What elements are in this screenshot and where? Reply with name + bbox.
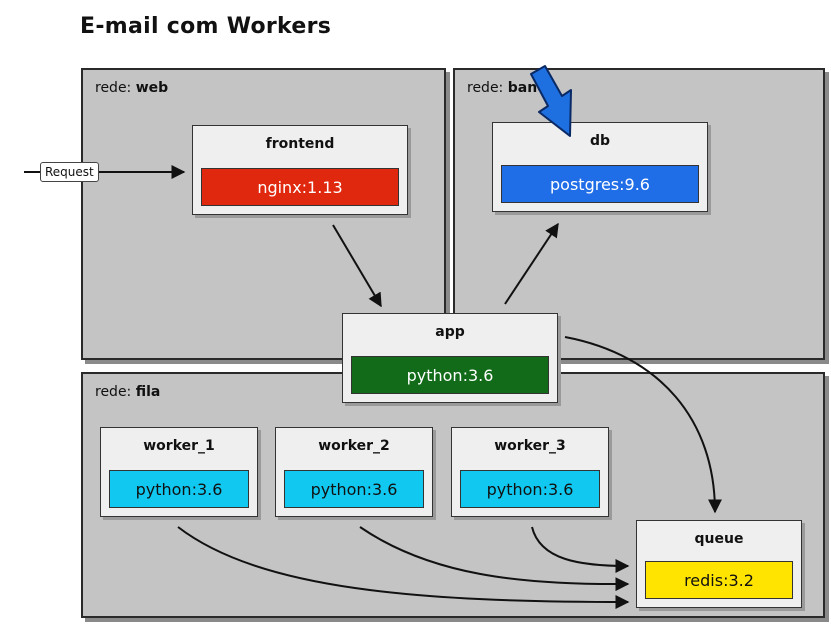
image-badge: redis:3.2 bbox=[645, 561, 793, 599]
request-label: Request bbox=[40, 162, 99, 182]
service-app: app python:3.6 bbox=[342, 313, 558, 403]
service-worker-3: worker_3 python:3.6 bbox=[451, 427, 609, 517]
image-badge: python:3.6 bbox=[284, 470, 424, 508]
service-name: app bbox=[435, 324, 465, 340]
service-name: worker_2 bbox=[318, 438, 390, 454]
image-badge: python:3.6 bbox=[351, 356, 549, 394]
network-banco-label: rede: banco bbox=[467, 80, 556, 96]
service-db: db postgres:9.6 bbox=[492, 122, 708, 212]
service-worker-2: worker_2 python:3.6 bbox=[275, 427, 433, 517]
service-name: worker_1 bbox=[143, 438, 215, 454]
network-fila-label: rede: fila bbox=[95, 384, 161, 400]
service-worker-1: worker_1 python:3.6 bbox=[100, 427, 258, 517]
service-name: frontend bbox=[265, 136, 335, 152]
service-queue: queue redis:3.2 bbox=[636, 520, 802, 608]
image-badge: nginx:1.13 bbox=[201, 168, 399, 206]
page-title: E-mail com Workers bbox=[80, 14, 332, 39]
image-badge: postgres:9.6 bbox=[501, 165, 699, 203]
network-banco: rede: banco bbox=[453, 68, 825, 360]
image-badge: python:3.6 bbox=[460, 470, 600, 508]
service-name: worker_3 bbox=[494, 438, 566, 454]
network-web-label: rede: web bbox=[95, 80, 169, 96]
service-name: queue bbox=[694, 531, 744, 547]
image-badge: python:3.6 bbox=[109, 470, 249, 508]
service-name: db bbox=[589, 133, 611, 149]
service-frontend: frontend nginx:1.13 bbox=[192, 125, 408, 215]
